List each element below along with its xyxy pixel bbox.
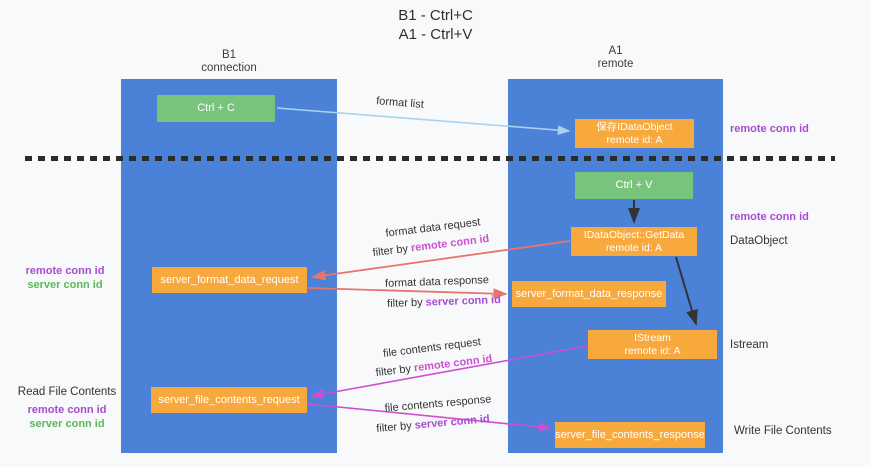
format-list-label: format list — [375, 95, 425, 111]
server-format-data-response-label: server_format_data_response — [515, 287, 663, 300]
save-dataobject-line1: 保存IDataObject — [596, 120, 673, 133]
left-conn-id-block-2: Read File Contents remote conn id server… — [12, 385, 122, 431]
istream-line1: IStream — [634, 331, 671, 344]
server-format-data-request-box: server_format_data_request — [152, 267, 307, 293]
ctrl-c-box: Ctrl + C — [157, 95, 275, 122]
istream-box: IStream remote id: A — [588, 330, 717, 359]
column-header-b1: B1 connection — [121, 49, 337, 75]
format-data-response-filter-label: filter by server conn id — [369, 293, 519, 310]
format-data-response-label: format data response — [384, 274, 490, 290]
istream-side-label: Istream — [730, 339, 769, 351]
column-a1-name: A1 — [608, 45, 623, 57]
server-file-contents-response-label: server_file_contents_response — [555, 428, 705, 441]
dashed-divider — [25, 156, 835, 161]
server-file-contents-request-box: server_file_contents_request — [151, 387, 307, 413]
file-contents-response-filter-label: filter by server conn id — [358, 411, 508, 436]
ctrl-v-box: Ctrl + V — [575, 172, 693, 199]
remote-conn-id-mid-label: remote conn id — [730, 211, 809, 223]
write-file-contents-label: Write File Contents — [734, 425, 832, 437]
filter-remote-conn-id-1: remote conn id — [410, 232, 490, 255]
left1-remote-conn-id: remote conn id — [25, 265, 105, 277]
diagram-title: B1 - Ctrl+C A1 - Ctrl+V — [0, 6, 871, 44]
filter-by-text-4: filter by — [375, 419, 416, 435]
column-header-a1: A1 remote — [508, 45, 723, 71]
filter-by-text-2: filter by — [386, 296, 426, 310]
istream-line2: remote id: A — [624, 344, 681, 357]
save-dataobject-box: 保存IDataObject remote id: A — [575, 119, 694, 148]
title-line-2: A1 - Ctrl+V — [398, 26, 473, 43]
server-format-data-response-box: server_format_data_response — [512, 281, 666, 307]
server-file-contents-request-label: server_file_contents_request — [158, 393, 300, 406]
left2-remote-conn-id: remote conn id — [27, 404, 107, 416]
ctrl-v-label: Ctrl + V — [615, 179, 653, 191]
filter-by-text-1: filter by — [372, 242, 412, 260]
left2-server-conn-id: server conn id — [29, 418, 105, 430]
column-b1-name: B1 — [221, 49, 237, 61]
left1-server-conn-id: server conn id — [27, 279, 103, 291]
server-format-data-request-label: server_format_data_request — [160, 273, 299, 286]
title-line-1: B1 - Ctrl+C — [398, 7, 473, 24]
getdata-line1: IDataObject::GetData — [583, 228, 685, 241]
filter-server-conn-id-2: server conn id — [425, 294, 502, 309]
remote-conn-id-top-label: remote conn id — [730, 123, 809, 135]
ctrl-c-label: Ctrl + C — [197, 102, 235, 114]
save-dataobject-line2: remote id: A — [606, 133, 663, 146]
column-b1-subtitle: connection — [201, 62, 257, 74]
server-file-contents-response-box: server_file_contents_response — [555, 422, 705, 448]
read-file-contents-label: Read File Contents — [17, 386, 117, 398]
getdata-line2: remote id: A — [605, 241, 663, 254]
column-a1-subtitle: remote — [597, 58, 634, 70]
dataobject-label: DataObject — [730, 235, 788, 247]
getdata-box: IDataObject::GetData remote id: A — [571, 227, 697, 256]
filter-server-conn-id-4: server conn id — [414, 413, 491, 432]
left-conn-id-block-1: remote conn id server conn id — [15, 264, 115, 292]
filter-remote-conn-id-3: remote conn id — [413, 352, 493, 375]
filter-by-text-3: filter by — [375, 362, 415, 380]
